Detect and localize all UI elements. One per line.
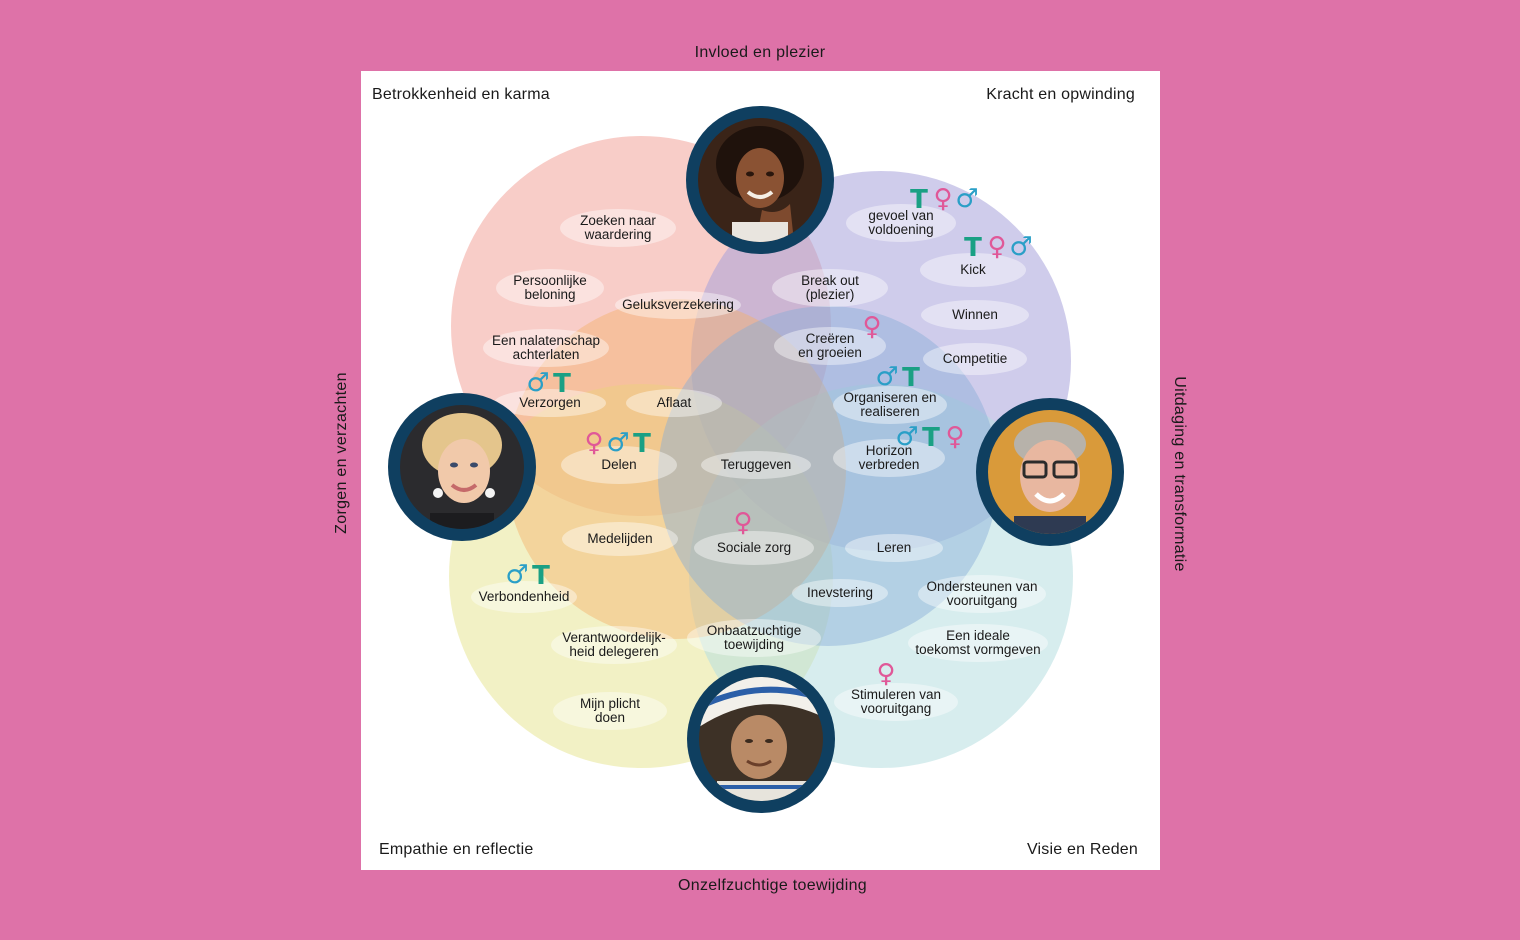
portrait-right (976, 398, 1124, 546)
male-symbol-icon: ♂ (1009, 232, 1032, 261)
circle-center-right (658, 306, 998, 646)
label-16: Organiseren en realiseren (833, 386, 947, 424)
gender-symbols-16: ♂T (875, 362, 920, 391)
label-20: Verantwoordelijk- heid delegeren (551, 626, 677, 664)
male-symbol-icon: ♂ (955, 184, 978, 213)
label-12: Winnen (921, 300, 1029, 330)
gender-symbols-19: ♂T (505, 560, 550, 589)
label-26: Stimuleren van vooruitgang (834, 683, 958, 721)
corner-label-bottom-right: Visie en Reden (1026, 841, 1138, 858)
axis-label-top: Invloed en plezier (694, 44, 826, 61)
label-11: Kick (920, 253, 1026, 287)
t-symbol-icon: T (902, 363, 920, 391)
t-symbol-icon: T (553, 369, 571, 397)
gender-symbols-15: ♀ (862, 312, 881, 341)
female-symbol-icon: ♀ (733, 508, 752, 537)
male-symbol-icon: ♂ (606, 428, 629, 457)
label-1: Persoonlijke beloning (496, 269, 604, 307)
male-symbol-icon: ♂ (505, 560, 528, 589)
gender-symbols-9: ♀ (733, 508, 752, 537)
label-6: Delen (561, 446, 677, 484)
t-symbol-icon: T (922, 423, 940, 451)
circle-center-left (506, 299, 846, 639)
gender-symbols-4: ♂T (526, 368, 571, 397)
label-8: Medelijden (562, 522, 678, 556)
label-14: Break out (plezier) (772, 269, 888, 307)
female-symbol-icon: ♀ (987, 232, 1006, 261)
label-13: Competitie (923, 343, 1027, 375)
label-18: Leren (845, 534, 943, 562)
gender-symbols-17: ♂T♀ (895, 422, 964, 451)
axis-label-left: Zorgen en verzachten (333, 372, 350, 534)
female-symbol-icon: ♀ (876, 659, 895, 688)
label-25: Een ideale toekomst vormgeven (908, 624, 1048, 662)
corner-label-top-right: Kracht en opwinding (986, 86, 1135, 103)
t-symbol-icon: T (964, 233, 982, 261)
portrait-top (686, 106, 834, 254)
label-7: Teruggeven (701, 451, 811, 479)
label-5: Aflaat (626, 389, 722, 417)
corner-label-bottom-left: Empathie en reflectie (379, 841, 534, 858)
axis-label-bottom: Onzelfzuchtige toewijding (678, 877, 867, 894)
label-15: Creëren en groeien (774, 327, 886, 365)
label-22: Inevstering (792, 579, 888, 607)
axis-label-right: Uitdaging en transformatie (1171, 376, 1188, 572)
portrait-bottom (687, 665, 835, 813)
label-3: Een nalatenschap achterlaten (483, 329, 609, 367)
male-symbol-icon: ♂ (895, 422, 918, 451)
label-21: Mijn plicht doen (553, 692, 667, 730)
t-symbol-icon: T (532, 561, 550, 589)
corner-label-top-left: Betrokkenheid en karma (372, 86, 550, 103)
label-10: gevoel van voldoening (846, 204, 956, 242)
label-17: Horizon verbreden (833, 439, 945, 477)
label-0: Zoeken naar waardering (560, 209, 676, 247)
gender-symbols-26: ♀ (876, 659, 895, 688)
label-19: Verbondenheid (471, 581, 577, 613)
label-9: Sociale zorg (694, 531, 814, 565)
label-24: Ondersteunen van vooruitgang (918, 575, 1046, 613)
female-symbol-icon: ♀ (933, 184, 952, 213)
gender-symbols-11: T♀♂ (964, 232, 1033, 261)
label-23: Onbaatzuchtige toewijding (687, 619, 821, 657)
gender-symbols-6: ♀♂T (584, 428, 651, 457)
diagram-panel: Betrokkenheid en karma Kracht en opwindi… (361, 71, 1160, 870)
portrait-left (388, 393, 536, 541)
female-symbol-icon: ♀ (945, 422, 964, 451)
t-symbol-icon: T (633, 429, 651, 457)
t-symbol-icon: T (910, 185, 928, 213)
male-symbol-icon: ♂ (875, 362, 898, 391)
female-symbol-icon: ♀ (584, 428, 603, 457)
female-symbol-icon: ♀ (862, 312, 881, 341)
male-symbol-icon: ♂ (526, 368, 549, 397)
gender-symbols-10: T♀♂ (910, 184, 979, 213)
label-2: Geluksverzekering (615, 291, 741, 319)
